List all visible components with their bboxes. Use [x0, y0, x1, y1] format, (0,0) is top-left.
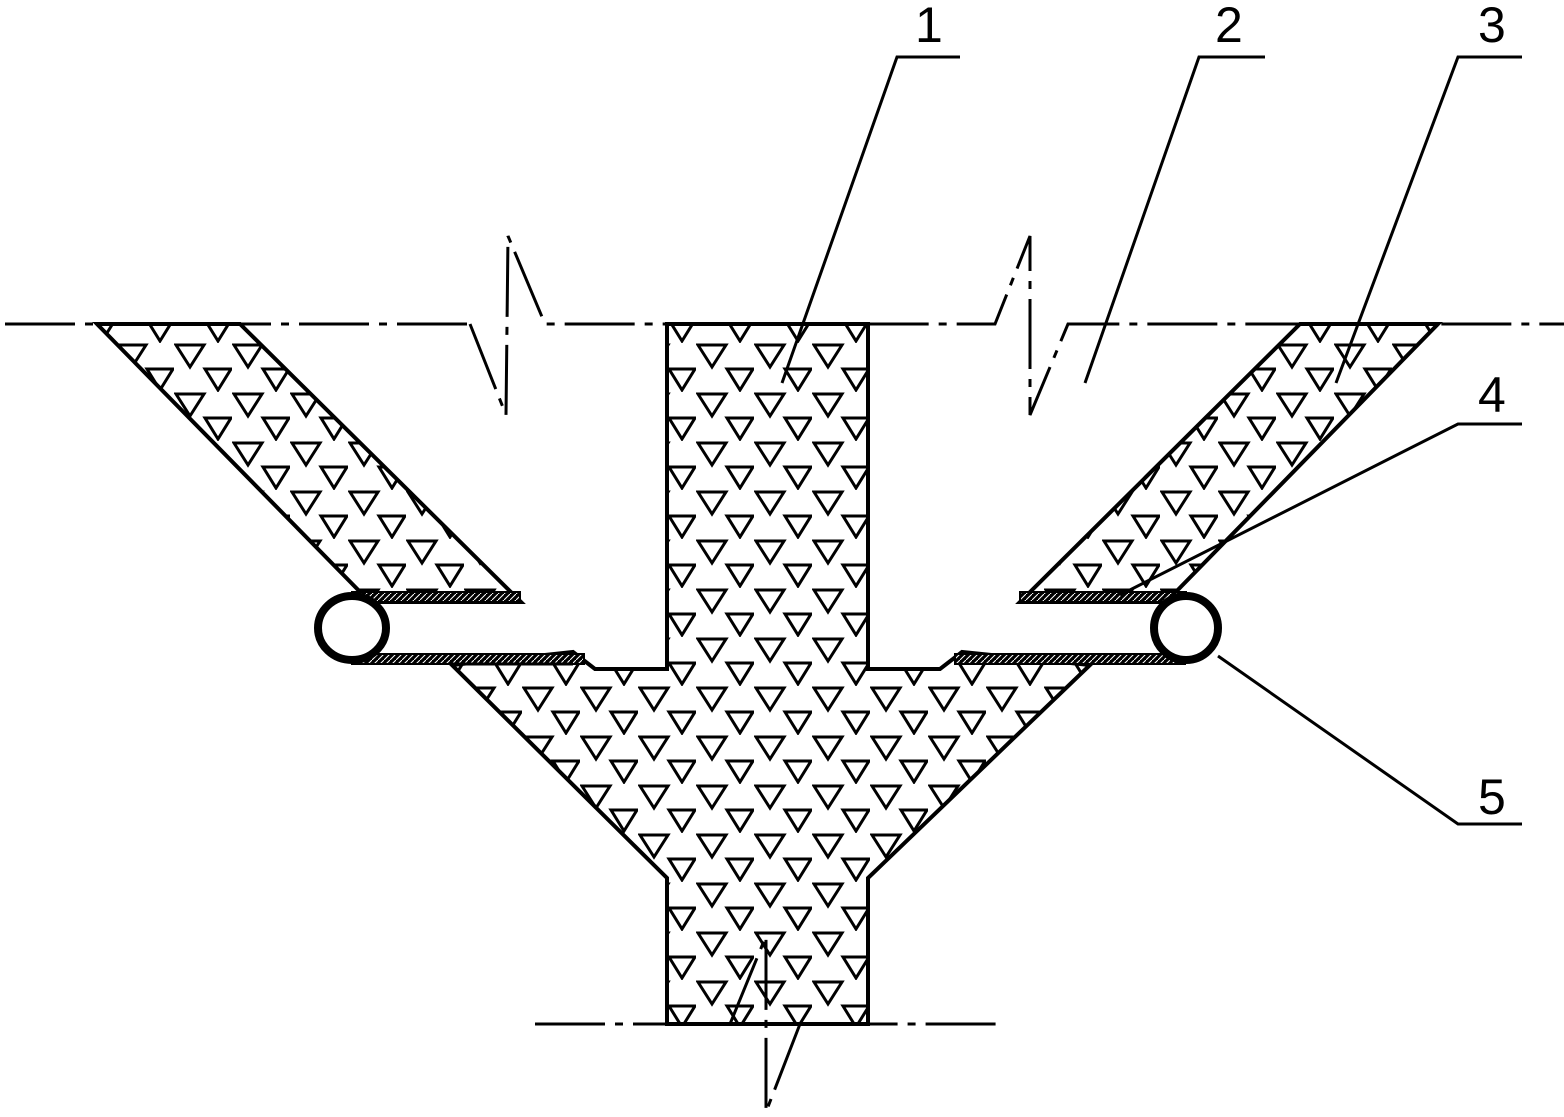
right-inclined-strip [1015, 322, 1443, 604]
left-inclined-strip [92, 322, 526, 604]
callout-label-1: 1 [915, 0, 943, 53]
right-pipe-assembly [954, 591, 1222, 665]
callout-label-5: 5 [1478, 769, 1506, 825]
callout-label-2: 2 [1215, 0, 1243, 53]
callout-label-4: 4 [1478, 367, 1506, 423]
leader-lines [780, 55, 1522, 826]
left-pipe-assembly [314, 591, 585, 666]
concrete-body [447, 322, 1095, 1026]
callout-label-3: 3 [1478, 0, 1506, 53]
